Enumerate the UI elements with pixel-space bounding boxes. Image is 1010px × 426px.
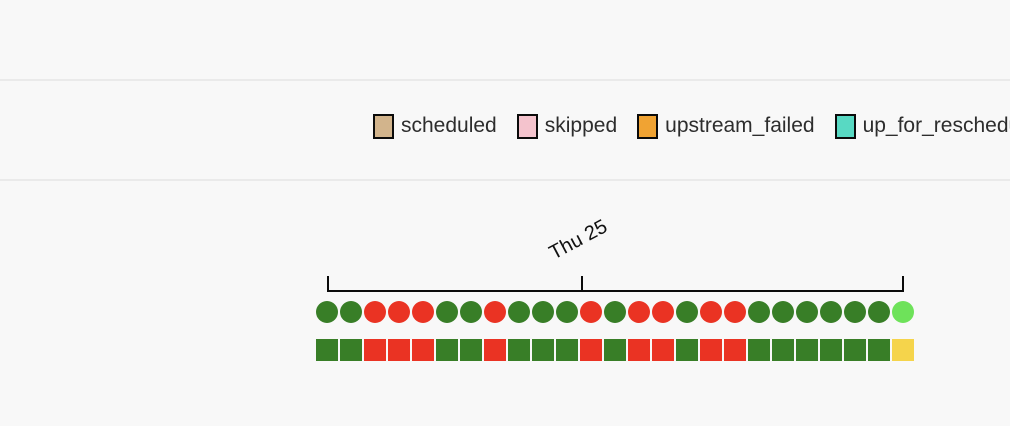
dag-run-circle[interactable] xyxy=(316,301,338,323)
legend-label: scheduled xyxy=(401,114,497,137)
date-axis-line xyxy=(327,290,904,292)
task-instance-square[interactable] xyxy=(388,339,410,361)
task-instance-square[interactable] xyxy=(652,339,674,361)
task-instance-square[interactable] xyxy=(724,339,746,361)
dag-run-circle[interactable] xyxy=(484,301,506,323)
dag-run-circle[interactable] xyxy=(700,301,722,323)
task-instance-square[interactable] xyxy=(364,339,386,361)
dag-run-circle[interactable] xyxy=(580,301,602,323)
task-instance-square[interactable] xyxy=(484,339,506,361)
axis-tick xyxy=(902,276,904,291)
dag-run-circle[interactable] xyxy=(844,301,866,323)
dag-run-circle[interactable] xyxy=(796,301,818,323)
task-instance-square[interactable] xyxy=(316,339,338,361)
legend-item-scheduled: scheduled xyxy=(373,113,497,139)
task-instance-square[interactable] xyxy=(508,339,530,361)
dag-run-circle[interactable] xyxy=(460,301,482,323)
task-instance-square[interactable] xyxy=(412,339,434,361)
task-instance-square[interactable] xyxy=(868,339,890,361)
legend-item-skipped: skipped xyxy=(516,113,618,139)
task-instance-square[interactable] xyxy=(892,339,914,361)
dag-run-circle[interactable] xyxy=(748,301,770,323)
axis-tick xyxy=(581,276,583,291)
legend-label: upstream_failed xyxy=(665,114,815,137)
status-legend: scheduled skipped upstream_failed up_for_re… xyxy=(373,113,1010,139)
task-instance-square[interactable] xyxy=(820,339,842,361)
dag-runs-row xyxy=(316,301,914,323)
task-instances-row xyxy=(316,339,914,361)
dag-run-circle[interactable] xyxy=(340,301,362,323)
task-instance-square[interactable] xyxy=(844,339,866,361)
task-instance-square[interactable] xyxy=(796,339,818,361)
legend-divider xyxy=(0,179,1010,181)
top-divider xyxy=(0,79,1010,81)
dag-run-circle[interactable] xyxy=(508,301,530,323)
legend-swatch xyxy=(834,113,856,139)
legend-swatch xyxy=(373,113,394,139)
task-instance-square[interactable] xyxy=(628,339,650,361)
task-instance-square[interactable] xyxy=(604,339,626,361)
dag-run-circle[interactable] xyxy=(604,301,626,323)
task-instance-square[interactable] xyxy=(676,339,698,361)
legend-swatch xyxy=(637,113,659,139)
legend-item-upstream_failed: upstream_failed xyxy=(637,113,815,139)
dag-run-circle[interactable] xyxy=(532,301,554,323)
task-instance-square[interactable] xyxy=(532,339,554,361)
dag-run-circle[interactable] xyxy=(388,301,410,323)
task-instance-square[interactable] xyxy=(340,339,362,361)
task-instance-square[interactable] xyxy=(556,339,578,361)
dag-run-circle[interactable] xyxy=(868,301,890,323)
axis-date-label: Thu 25 xyxy=(545,215,612,265)
dag-run-circle[interactable] xyxy=(724,301,746,323)
dag-run-circle[interactable] xyxy=(628,301,650,323)
task-instance-square[interactable] xyxy=(460,339,482,361)
task-instance-square[interactable] xyxy=(436,339,458,361)
axis-tick xyxy=(327,276,329,291)
dag-run-circle[interactable] xyxy=(652,301,674,323)
legend-label: skipped xyxy=(544,114,618,137)
legend-swatch xyxy=(516,113,538,139)
dag-run-circle[interactable] xyxy=(676,301,698,323)
dag-run-circle[interactable] xyxy=(772,301,794,323)
dag-run-circle[interactable] xyxy=(364,301,386,323)
legend-item-up_for_reschedule: up_for_reschedule xyxy=(834,113,1010,139)
dag-run-circle[interactable] xyxy=(556,301,578,323)
dag-run-circle[interactable] xyxy=(436,301,458,323)
task-instance-square[interactable] xyxy=(700,339,722,361)
legend-label: up_for_reschedule xyxy=(862,114,1010,137)
dag-run-circle[interactable] xyxy=(820,301,842,323)
task-instance-square[interactable] xyxy=(748,339,770,361)
task-instance-square[interactable] xyxy=(772,339,794,361)
dag-run-circle[interactable] xyxy=(412,301,434,323)
task-instance-square[interactable] xyxy=(580,339,602,361)
dag-run-circle[interactable] xyxy=(892,301,914,323)
